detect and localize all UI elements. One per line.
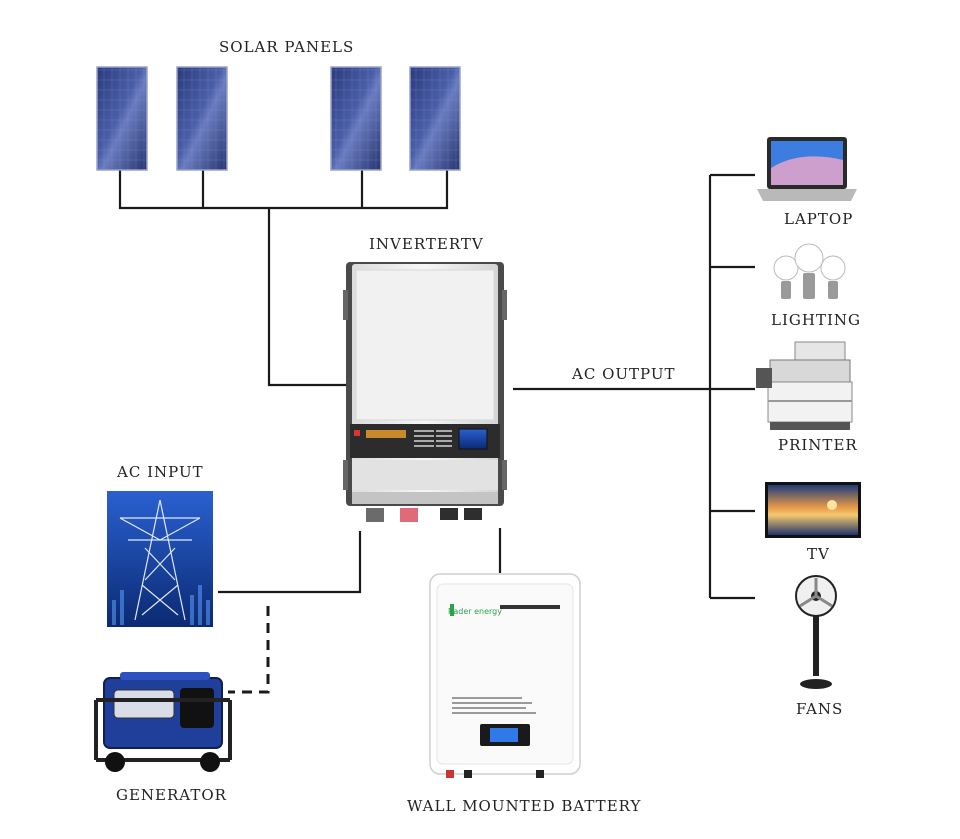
inverter-label: INVERTERTV xyxy=(369,235,484,253)
solar-panels-label: SOLAR PANELS xyxy=(219,38,355,56)
battery-brand-text: Rader energy xyxy=(448,607,502,616)
ac-output-label: AC OUTPUT xyxy=(572,365,676,383)
inverter-unit xyxy=(343,262,507,522)
fan-image xyxy=(795,575,837,689)
fans-label: FANS xyxy=(796,700,844,718)
solar-panel-1 xyxy=(96,66,148,171)
ac-input-label: AC INPUT xyxy=(117,463,204,481)
laptop-label: LAPTOP xyxy=(784,210,854,228)
lighting-label: LIGHTING xyxy=(771,311,861,329)
solar-wire xyxy=(118,170,449,387)
ac-input-wire xyxy=(218,531,362,594)
wall-battery-image xyxy=(429,573,581,778)
tv-image xyxy=(765,482,861,538)
generator-label: GENERATOR xyxy=(116,786,227,804)
tv-label: TV xyxy=(807,545,830,563)
laptop-image xyxy=(757,137,857,201)
wall-battery-label: WALL MOUNTED BATTERY xyxy=(407,797,642,815)
power-pylon-image xyxy=(107,491,213,627)
wires xyxy=(118,170,755,694)
solar-panel-2 xyxy=(176,66,228,171)
generator-dashed-wire xyxy=(228,606,270,694)
solar-panel-4 xyxy=(409,66,461,171)
solar-panel-3 xyxy=(330,66,382,171)
printer-image xyxy=(756,341,853,430)
generator-image xyxy=(94,672,232,772)
printer-label: PRINTER xyxy=(778,436,858,454)
lightbulbs-image xyxy=(773,243,846,299)
ac-output-wire xyxy=(513,173,755,600)
